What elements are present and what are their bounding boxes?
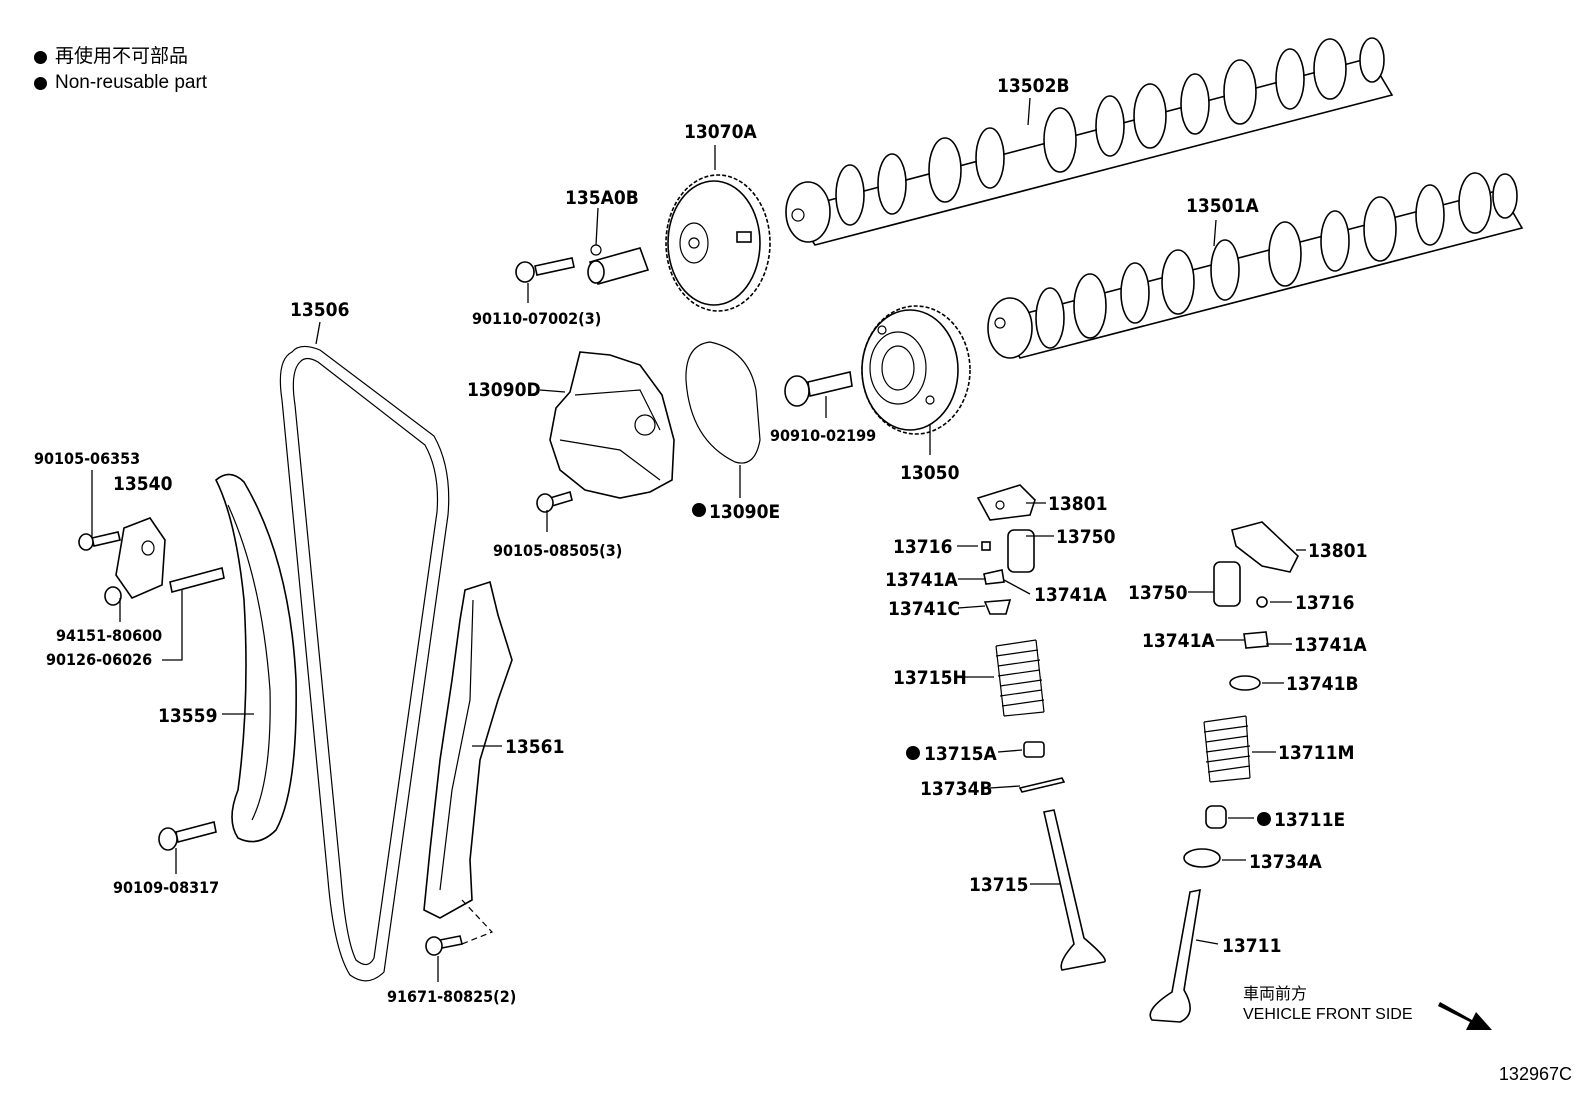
callout-13711M[interactable]: 13711M [1278, 742, 1354, 764]
timing-chain-cover-13090D[interactable] [549, 351, 675, 499]
legend-text-en: Non-reusable part [55, 72, 208, 93]
cam-timing-gear-13050[interactable] [861, 305, 971, 435]
bolt-91671-80825[interactable] [425, 899, 494, 956]
callout-91671-80825[interactable]: 91671-80825(2) [387, 987, 516, 1006]
spring-seat-13734A[interactable] [1183, 848, 1221, 868]
callout-90110-07002[interactable]: 90110-07002(3) [472, 309, 601, 328]
leader-lines [91, 97, 1306, 982]
legend-text-ja: 再使用不可部品 [55, 46, 189, 67]
callout-90109-08317[interactable]: 90109-08317 [113, 878, 219, 897]
valve-stem-seal-13711E[interactable] [1205, 805, 1227, 829]
gasket-13090E[interactable] [685, 341, 761, 464]
legend-row-en: Non-reusable part [34, 70, 207, 96]
callout-13801-right[interactable]: 13801 [1308, 540, 1367, 562]
callout-94151-80600[interactable]: 94151-80600 [56, 626, 162, 645]
callout-13559[interactable]: 13559 [158, 705, 217, 727]
non-reusable-dot-icon [1257, 812, 1271, 826]
vehicle-front-note: 車両前方 VEHICLE FRONT SIDE [1243, 985, 1413, 1025]
callout-13090D[interactable]: 13090D [467, 379, 541, 401]
bolt-90105-06353[interactable] [78, 531, 121, 551]
callout-13050[interactable]: 13050 [900, 462, 960, 484]
valve-spring-13715H[interactable] [995, 639, 1045, 717]
callout-13540[interactable]: 13540 [113, 473, 173, 495]
callout-13741A-right-a[interactable]: 13741A [1142, 630, 1215, 652]
non-reusable-dot-icon [34, 76, 47, 90]
callout-13090E[interactable]: 13090E [709, 501, 780, 523]
oil-control-valve-135A0B[interactable] [587, 244, 650, 285]
chain-vibration-damper-13561[interactable] [423, 580, 513, 919]
lash-adjuster-13750-right[interactable] [1213, 561, 1241, 607]
vehicle-front-en: VEHICLE FRONT SIDE [1243, 1006, 1413, 1023]
chain-tensioner-13540[interactable] [115, 517, 166, 599]
retainer-key-13741A-right[interactable] [1243, 631, 1269, 649]
legend-row-ja: 再使用不可部品 [34, 44, 207, 70]
bolt-90910-02199[interactable] [784, 371, 853, 407]
callout-90910-02199[interactable]: 90910-02199 [770, 426, 876, 445]
callout-13741A-left-a[interactable]: 13741A [885, 569, 958, 591]
callout-90105-06353[interactable]: 90105-06353 [34, 449, 140, 468]
callout-13715H[interactable]: 13715H [893, 667, 967, 689]
bolt-90109-08317[interactable] [158, 821, 217, 851]
nut-94151-80600[interactable] [104, 586, 122, 606]
bolt-90110-07002[interactable] [515, 257, 575, 283]
callout-13741B[interactable]: 13741B [1286, 673, 1359, 695]
non-reusable-legend: 再使用不可部品 Non-reusable part [34, 44, 207, 96]
illustration-id: 132967C [1498, 1064, 1572, 1084]
non-reusable-dot-icon [906, 746, 920, 760]
callout-13070A[interactable]: 13070A [684, 121, 757, 143]
retainer-13741C[interactable] [983, 599, 1012, 615]
callout-13741A-right-b[interactable]: 13741A [1294, 634, 1367, 656]
callout-13801-left[interactable]: 13801 [1048, 493, 1107, 515]
callout-90105-08505[interactable]: 90105-08505(3) [493, 541, 622, 560]
callout-13750-right[interactable]: 13750 [1128, 582, 1188, 604]
callout-13750-left[interactable]: 13750 [1056, 526, 1116, 548]
callout-13741A-left-b[interactable]: 13741A [1034, 584, 1107, 606]
retainer-key-13741A-left[interactable] [983, 569, 1005, 585]
callout-13561[interactable]: 13561 [505, 736, 564, 758]
cam-timing-gear-13070A[interactable] [665, 174, 771, 312]
vehicle-front-arrow-icon [1438, 1002, 1492, 1030]
chain-slipper-guide-13559[interactable] [215, 473, 297, 843]
stud-bolt-90126-06026[interactable] [169, 567, 225, 593]
callout-13741C[interactable]: 13741C [888, 598, 960, 620]
timing-chain-13506[interactable] [279, 345, 450, 982]
camshaft-13501A[interactable] [987, 172, 1524, 359]
rocker-arm-13801-left[interactable] [976, 484, 1036, 521]
callout-90126-06026[interactable]: 90126-06026 [46, 650, 152, 669]
callout-13715[interactable]: 13715 [969, 874, 1028, 896]
non-reusable-dot-icon [692, 503, 706, 517]
callout-13502B[interactable]: 13502B [997, 75, 1070, 97]
bolt-90105-08505[interactable] [536, 490, 573, 513]
callout-13715A[interactable]: 13715A [924, 743, 997, 765]
lash-adjuster-13750-left[interactable] [1007, 529, 1035, 573]
cap-13716-right[interactable] [1256, 596, 1268, 608]
callout-13716-left[interactable]: 13716 [893, 536, 952, 558]
callout-13501A[interactable]: 13501A [1186, 195, 1259, 217]
camshaft-13502B[interactable] [785, 37, 1394, 246]
spring-seat-13734B[interactable] [1018, 777, 1066, 793]
callout-13711[interactable]: 13711 [1222, 935, 1281, 957]
callout-135A0B[interactable]: 135A0B [565, 187, 639, 209]
valve-stem-seal-13715A[interactable] [1023, 741, 1045, 758]
retainer-13741B[interactable] [1229, 675, 1261, 691]
callout-13716-right[interactable]: 13716 [1295, 592, 1354, 614]
rocker-arm-13801-right[interactable] [1231, 521, 1299, 573]
cap-13716-left[interactable] [981, 541, 991, 551]
vehicle-front-ja: 車両前方 [1243, 986, 1308, 1003]
callout-13734B[interactable]: 13734B [920, 778, 993, 800]
valve-spring-13711M[interactable] [1203, 715, 1251, 783]
callout-13734A[interactable]: 13734A [1249, 851, 1322, 873]
callout-13711E[interactable]: 13711E [1274, 809, 1345, 831]
callout-13506[interactable]: 13506 [290, 299, 349, 321]
intake-valve-13711[interactable] [1149, 888, 1201, 1023]
exhaust-valve-13715[interactable] [1043, 809, 1106, 971]
non-reusable-dot-icon [34, 50, 47, 64]
